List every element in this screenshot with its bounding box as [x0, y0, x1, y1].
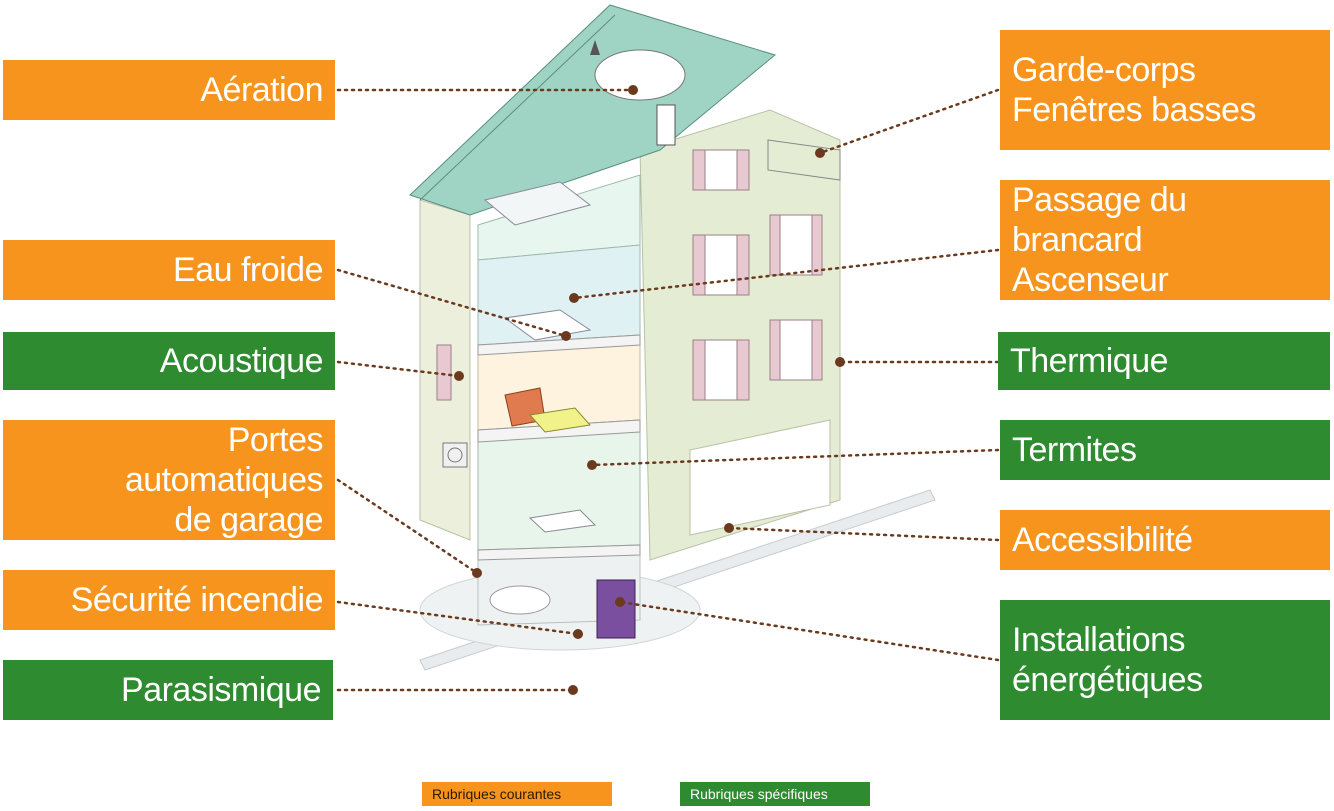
label-portes-automatiques: Portes automatiques de garage	[3, 420, 335, 540]
label-garde-corps-line-1: Garde-corps	[1012, 51, 1196, 89]
label-passage-line-1: Passage du	[1012, 181, 1187, 219]
legend-rubriques-specifiques: Rubriques spécifiques	[680, 782, 870, 806]
label-termites: Termites	[1000, 420, 1330, 480]
label-aeration: Aération	[3, 60, 335, 120]
label-thermique: Thermique	[998, 332, 1330, 390]
label-portes-line-1: Portes	[227, 421, 324, 459]
label-portes-line-3: de garage	[174, 501, 323, 539]
label-parasismique: Parasismique	[3, 660, 333, 720]
legend-rubriques-courantes: Rubriques courantes	[422, 782, 612, 806]
label-accessibilite: Accessibilité	[1000, 510, 1330, 570]
label-acoustique: Acoustique	[3, 332, 335, 390]
label-garde-corps-line-2: Fenêtres basses	[1012, 91, 1256, 129]
label-passage-line-3: Ascenseur	[1012, 261, 1169, 299]
label-passage-line-2: brancard	[1012, 221, 1143, 259]
label-installations-line-2: énergétiques	[1012, 661, 1203, 699]
label-portes-line-2: automatiques	[124, 461, 324, 499]
label-garde-corps: Garde-corps Fenêtres basses	[1000, 30, 1330, 150]
label-eau-froide: Eau froide	[3, 240, 335, 300]
label-securite-incendie: Sécurité incendie	[3, 570, 335, 630]
label-installations-energetiques: Installations énergétiques	[1000, 600, 1330, 720]
label-passage-brancard: Passage du brancard Ascenseur	[1000, 180, 1330, 300]
label-installations-line-1: Installations	[1012, 621, 1186, 659]
